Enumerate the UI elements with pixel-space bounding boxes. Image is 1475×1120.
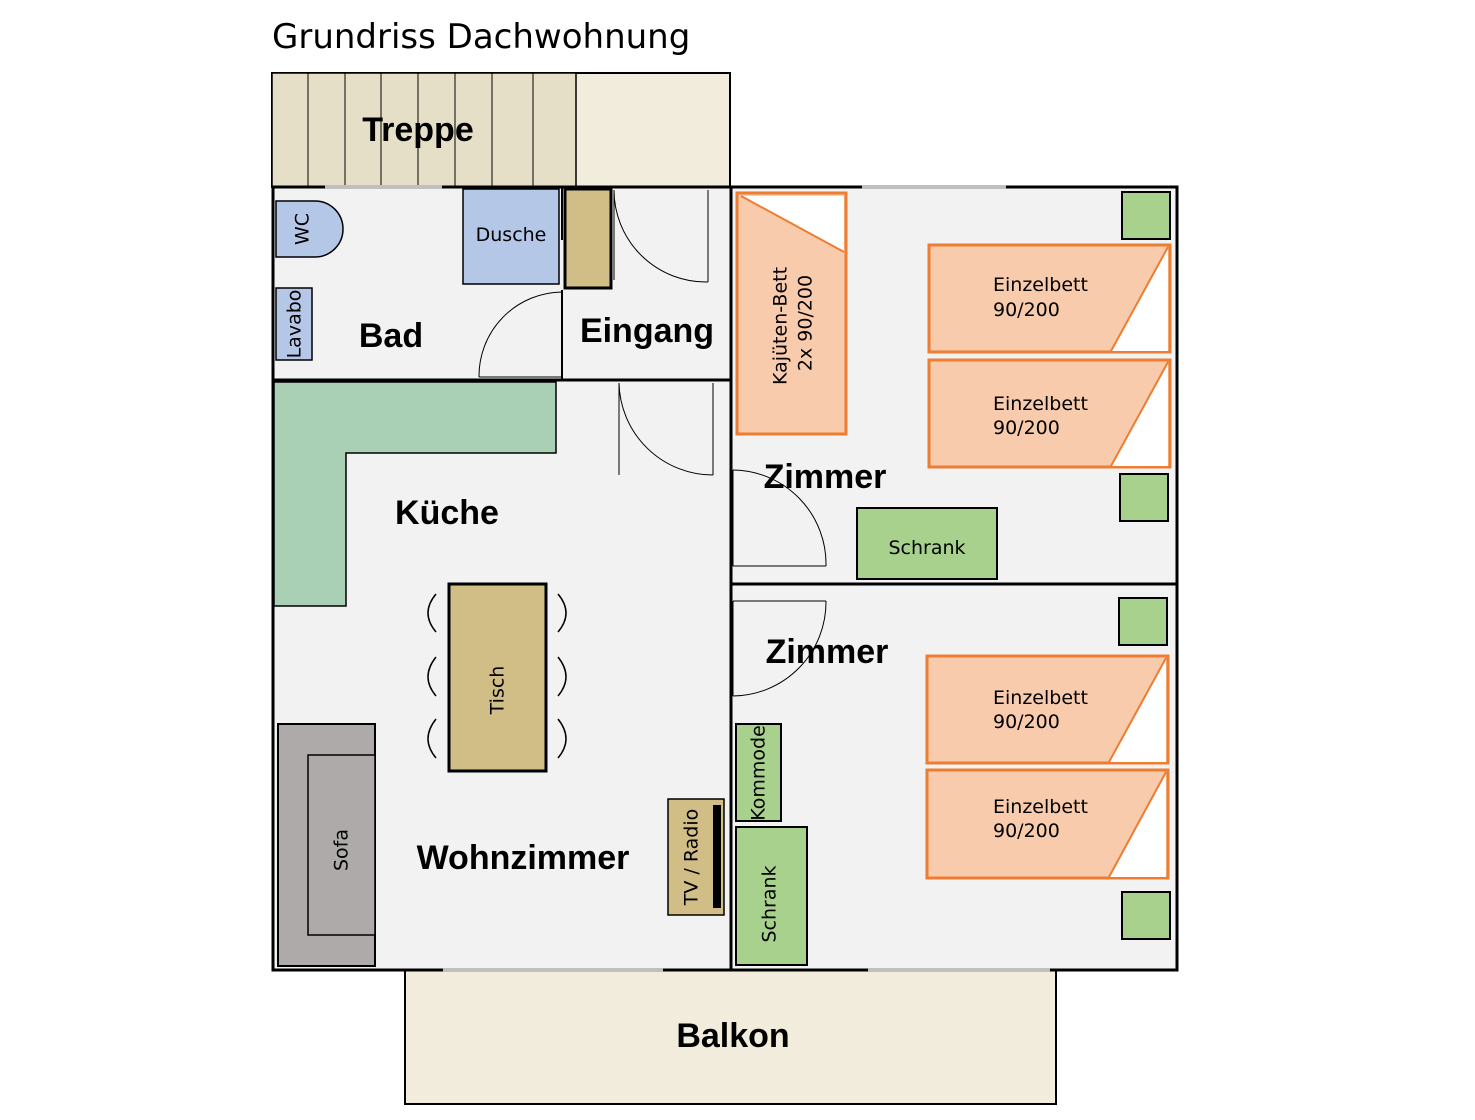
bed-name-label: Einzelbett [993,687,1088,709]
chair-left-3 [427,718,437,759]
balcony-area [404,969,1057,1105]
kommode-label: Kommode [748,725,770,821]
nightstand [1119,473,1169,522]
single-bed: Einzelbett 90/200 [925,768,1170,880]
room-label-bad: Bad [359,317,423,355]
tv-screen [713,805,721,908]
shower [462,188,560,285]
room-label-zimmer-1: Zimmer [764,458,887,496]
bed-size-label: 90/200 [993,820,1060,842]
kitchen-counter [273,381,557,607]
dusche-label: Dusche [476,224,547,246]
nightstand [1118,597,1168,646]
nightstand [1121,891,1171,940]
room-label-eingang: Eingang [580,312,714,350]
room-label-kueche: Küche [395,494,499,532]
bed-size-label: 90/200 [993,711,1060,733]
room-label-zimmer-2: Zimmer [766,633,889,671]
room-label-balkon: Balkon [676,1017,789,1055]
single-bed: Einzelbett 90/200 [927,243,1172,354]
sofa-label: Sofa [331,829,353,871]
tv-radio-label: TV / Radio [681,809,703,906]
chair-right-3 [557,718,567,759]
bunk-bed-label-1: Kajüten-Bett [770,267,792,385]
chair-left-2 [427,656,437,697]
chair-left-1 [427,593,437,633]
sofa-seat [307,754,376,936]
schrank-label-zimmer2: Schrank [759,865,781,942]
windows [325,185,1050,972]
bed-size-label: 90/200 [993,417,1060,439]
room-label-treppe: Treppe [362,111,473,149]
nightstand [1121,191,1171,240]
wardrobe [735,826,808,966]
plan-title: Grundriss Dachwohnung [272,17,690,57]
wc-label: WC [292,213,314,245]
bunk-bed-label-2: 2x 90/200 [795,275,817,371]
schrank-label-zimmer1: Schrank [888,537,965,559]
dresser [735,723,782,822]
bed-name-label: Einzelbett [993,393,1088,415]
dining-table [447,582,548,773]
room-label-wohnzimmer: Wohnzimmer [417,839,630,877]
tisch-label: Tisch [487,666,509,716]
wardrobe [856,507,998,580]
entrance-cabinet [563,187,613,290]
lavabo-label: Lavabo [284,290,306,359]
lavabo-sink [275,287,313,361]
bed-name-label: Einzelbett [993,274,1088,296]
stair-area [271,72,731,188]
chair-right-2 [557,656,567,697]
bed-size-label: 90/200 [993,299,1060,321]
chairs [427,593,567,759]
chair-right-1 [557,593,567,633]
single-bed: Einzelbett 90/200 [925,654,1170,765]
single-bed: Einzelbett 90/200 [927,358,1172,469]
door-swings [478,189,827,697]
bed-name-label: Einzelbett [993,796,1088,818]
wc-toilet [275,200,344,258]
